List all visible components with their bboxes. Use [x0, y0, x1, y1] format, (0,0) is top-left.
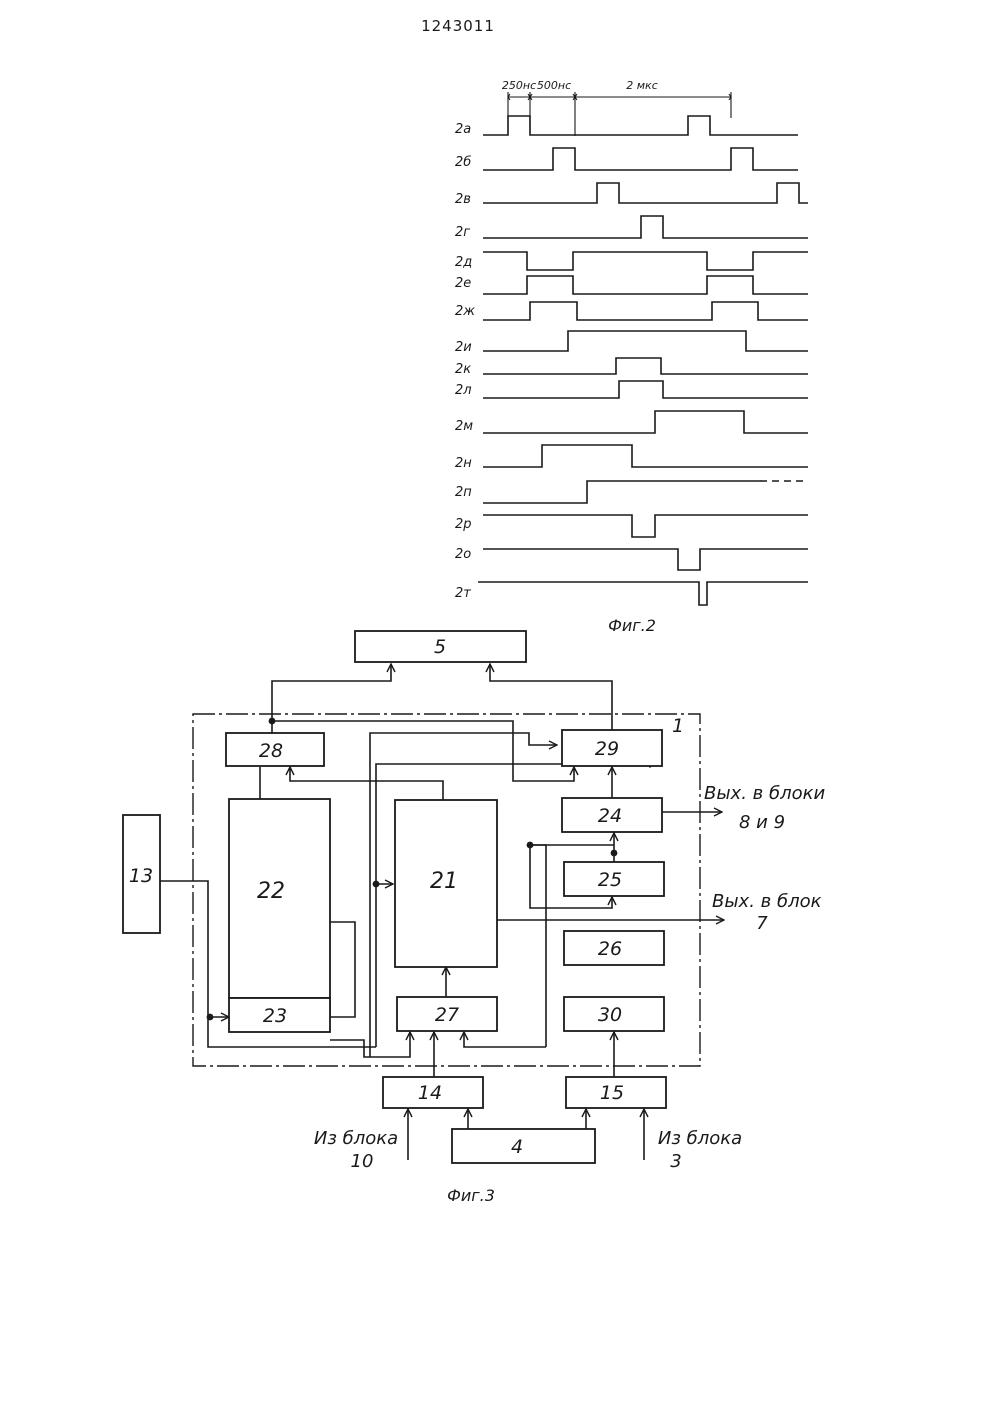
block-26: 26: [564, 931, 664, 965]
signal-label-2zh: 2ж: [455, 304, 475, 319]
block-23-label: 23: [263, 1005, 287, 1027]
waveform-2d: [483, 252, 808, 270]
figure3-caption: Фиг.3: [447, 1186, 495, 1205]
output-to-blocks-8-9-line2: 8 и 9: [739, 812, 785, 833]
waveform-2zh: [483, 302, 808, 320]
block-5-label: 5: [434, 636, 446, 658]
dim-2us: 2 мкс: [626, 79, 658, 92]
signal-label-2l: 2л: [455, 383, 472, 398]
signal-label-2i: 2и: [455, 340, 472, 355]
block-22: 22: [229, 799, 330, 998]
waveform-2n: [483, 445, 808, 467]
block-24-label: 24: [598, 805, 622, 827]
output-to-blocks-8-9-line1: Вых. в блоки: [704, 783, 825, 804]
block-28-label: 28: [259, 740, 283, 762]
block-25: 25: [564, 862, 664, 896]
waveform-2l: [483, 381, 808, 398]
waveform-2t: [478, 582, 808, 605]
signal-label-2v: 2в: [455, 192, 471, 207]
waveform-2e: [483, 276, 808, 294]
signal-label-2a: 2а: [455, 122, 471, 137]
timing-diagram: 250нс 500нс 2 мкс 2а 2б 2в 2г 2д 2е 2ж 2…: [455, 79, 808, 635]
block-26-label: 26: [598, 938, 622, 960]
signal-label-2p: 2п: [455, 485, 472, 500]
waveform-2o: [483, 549, 808, 570]
block-21: 21: [395, 800, 497, 967]
block-28: 28: [226, 733, 324, 766]
block-15: 15: [566, 1077, 666, 1108]
signal-label-2d: 2д: [455, 255, 472, 270]
signal-label-2e: 2е: [455, 276, 471, 291]
block-29: 29: [562, 730, 662, 766]
input-from-block-10-line1: Из блока: [314, 1128, 398, 1149]
signal-label-2r: 2р: [455, 517, 472, 532]
waveform-2p: [483, 481, 760, 503]
input-from-block-10-line2: 10: [351, 1151, 374, 1172]
waveform-2k: [483, 358, 808, 374]
block-30: 30: [564, 997, 664, 1031]
signal-label-2m: 2м: [455, 419, 473, 434]
waveform-2g: [483, 216, 808, 238]
signal-label-2k: 2к: [455, 362, 471, 377]
waveform-2i: [483, 331, 808, 351]
block-21-label: 21: [430, 869, 458, 894]
block-23: 23: [229, 998, 330, 1032]
signal-label-2t: 2т: [455, 586, 471, 601]
block-4: 4: [452, 1129, 595, 1163]
timing-dimensions: 250нс 500нс 2 мкс: [502, 79, 731, 136]
block-5: 5: [355, 631, 526, 662]
outer-block-1-label: 1: [672, 715, 684, 737]
block-24: 24: [562, 798, 662, 832]
block-30-label: 30: [598, 1004, 622, 1026]
block-22-label: 22: [257, 879, 285, 904]
input-from-block-3-line2: 3: [670, 1151, 681, 1172]
signal-label-2b: 2б: [455, 155, 471, 170]
dim-500ns: 500нс: [537, 79, 571, 92]
block-14: 14: [383, 1077, 483, 1108]
waveform-2b: [483, 148, 798, 170]
block-diagram: 1: [123, 631, 825, 1205]
block-13: 13: [123, 815, 160, 933]
block-27-label: 27: [435, 1004, 459, 1026]
waveform-2m: [483, 411, 808, 433]
block-27: 27: [397, 997, 497, 1031]
block-4-label: 4: [511, 1136, 523, 1158]
signal-label-2o: 2о: [455, 547, 471, 562]
patent-number: 1243011: [421, 17, 495, 35]
waveform-2a: [483, 116, 798, 135]
block-25-label: 25: [598, 869, 622, 891]
block-14-label: 14: [418, 1082, 442, 1104]
block-15-label: 15: [600, 1082, 624, 1104]
output-to-block-7-line2: 7: [756, 913, 768, 934]
waveform-2r: [483, 515, 808, 537]
output-to-block-7-line1: Вых. в блок: [712, 891, 822, 912]
figure2-caption: Фиг.2: [608, 616, 656, 635]
block-29-label: 29: [595, 738, 619, 760]
signal-label-2n: 2н: [455, 456, 472, 471]
block-13-label: 13: [129, 865, 153, 887]
input-from-block-3-line1: Из блока: [658, 1128, 742, 1149]
waveform-2v: [483, 183, 808, 203]
signal-label-2g: 2г: [455, 225, 470, 240]
dim-250ns: 250нс: [502, 79, 536, 92]
